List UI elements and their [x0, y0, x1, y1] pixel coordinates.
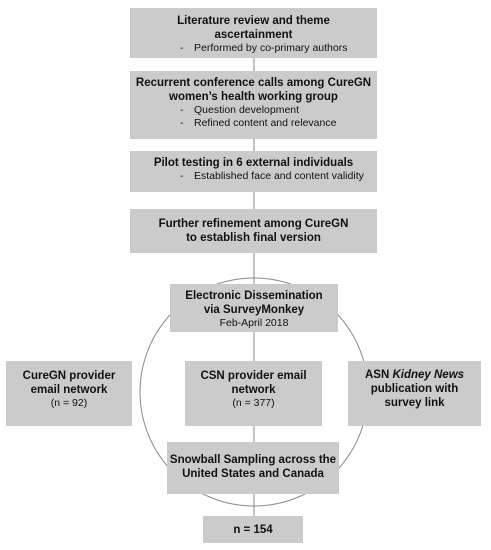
- channel-title-suffix: publication with survey link: [370, 383, 459, 409]
- bullet-item: -Performed by co-primary authors: [180, 42, 348, 54]
- step-box-literature-review: Literature review and theme ascertainmen…: [130, 8, 377, 58]
- step-box-conference-calls: Recurrent conference calls among CureGN …: [130, 71, 377, 139]
- result-box: n = 154: [203, 516, 303, 543]
- step-title: Further refinement among CureGN to estab…: [158, 218, 349, 244]
- step-bullets: -Established face and content validity: [180, 170, 377, 183]
- channel-title: CureGN provider email network: [22, 370, 116, 396]
- step-box-further-refinement: Further refinement among CureGN to estab…: [130, 209, 377, 253]
- channel-box-curegn: CureGN provider email network (n = 92): [6, 361, 132, 426]
- channel-title-prefix: ASN: [364, 369, 390, 381]
- channel-count: (n = 377): [232, 397, 275, 409]
- snowball-box: Snowball Sampling across the United Stat…: [167, 442, 339, 494]
- step-title: Recurrent conference calls among CureGN …: [135, 77, 372, 103]
- step-bullets: -Performed by co-primary authors: [180, 42, 377, 55]
- step-box-pilot-testing: Pilot testing in 6 external individuals …: [130, 151, 377, 192]
- channel-count: (n = 92): [50, 397, 88, 409]
- channel-title-italic: Kidney News: [392, 369, 465, 381]
- bullet-item: -Refined content and relevance: [180, 117, 337, 129]
- bullet-item: -Question development: [180, 104, 300, 116]
- step-bullets: -Question development -Refined content a…: [180, 104, 377, 130]
- channel-title: CSN provider email network: [200, 370, 307, 396]
- result-title: n = 154: [233, 524, 273, 536]
- bullet-item: -Established face and content validity: [180, 170, 364, 182]
- dissemination-box: Electronic Dissemination via SurveyMonke…: [170, 284, 338, 332]
- dissemination-dates: Feb-April 2018: [219, 317, 289, 329]
- step-title: Pilot testing in 6 external individuals: [153, 157, 354, 169]
- snowball-title: Snowball Sampling across the United Stat…: [169, 454, 337, 480]
- channel-box-asn-kidney-news: ASN Kidney News publication with survey …: [348, 361, 481, 426]
- dissemination-title: Electronic Dissemination via SurveyMonke…: [185, 290, 323, 316]
- channel-box-csn: CSN provider email network (n = 377): [185, 361, 322, 426]
- channel-title: ASN Kidney News publication with survey …: [357, 368, 472, 410]
- step-title: Literature review and theme ascertainmen…: [177, 15, 330, 41]
